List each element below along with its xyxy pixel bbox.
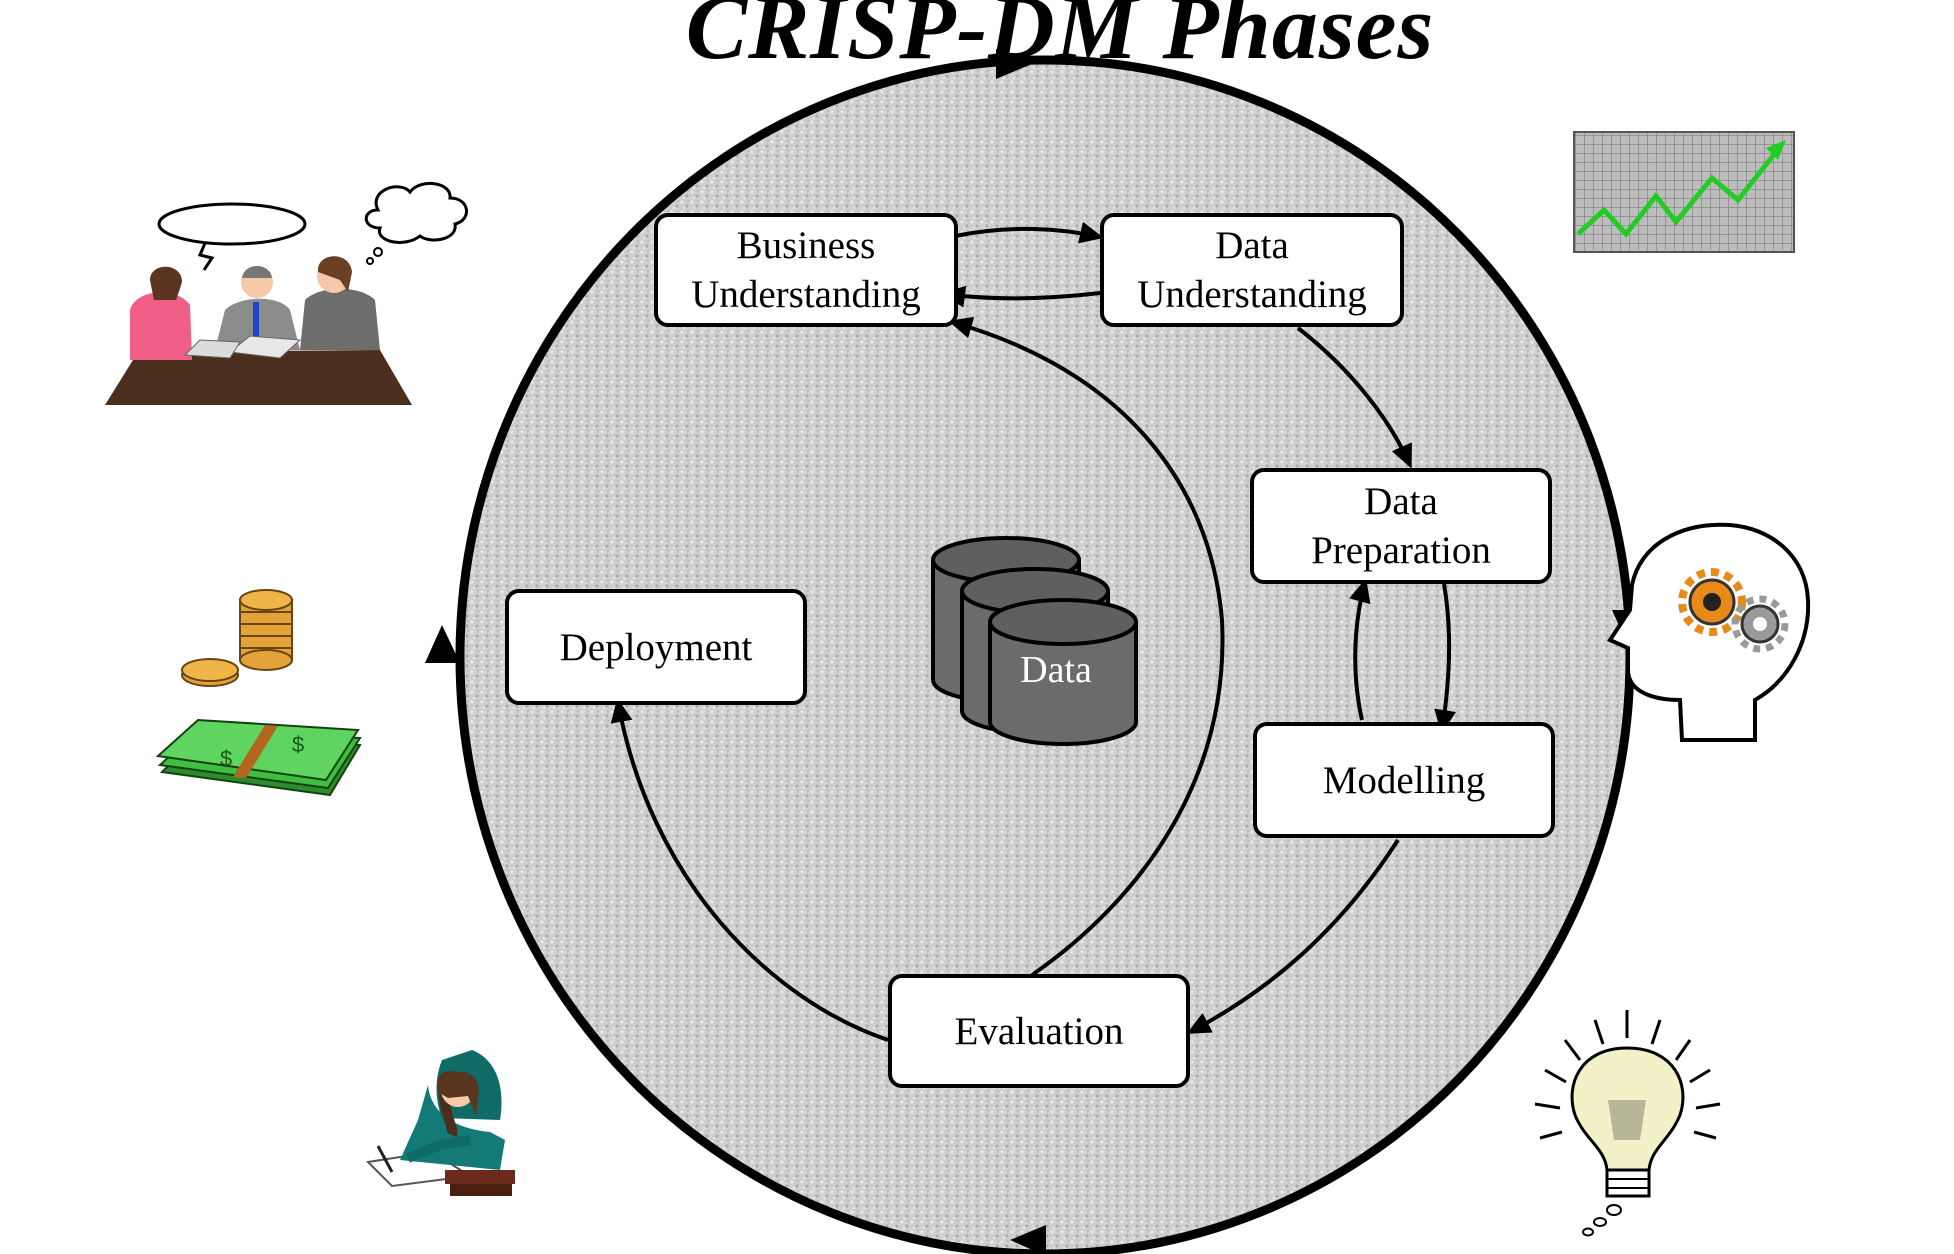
page-title: CRISP-DM Phases bbox=[685, 0, 1435, 78]
outer-arrow-bottom bbox=[1010, 1225, 1046, 1254]
outer-arrow-left bbox=[425, 625, 460, 663]
phase-business-understanding: Business Understanding bbox=[654, 213, 958, 327]
phase-evaluation: Evaluation bbox=[888, 974, 1190, 1088]
outer-arrow-top bbox=[996, 49, 1032, 79]
lightbulb-icon bbox=[1534, 1010, 1721, 1237]
business-meeting-icon bbox=[105, 181, 468, 405]
person-writing-icon bbox=[365, 1050, 515, 1196]
svg-text:$: $ bbox=[220, 746, 232, 771]
arrow-mod-to-eval bbox=[1186, 838, 1400, 1034]
arrow-bu-to-du bbox=[954, 221, 1104, 244]
phase-data-understanding: Data Understanding bbox=[1100, 213, 1404, 327]
arrow-mod-to-dp bbox=[1349, 578, 1371, 721]
coins-icon bbox=[181, 589, 293, 687]
phase-modelling: Modelling bbox=[1253, 722, 1555, 838]
arrow-eval-to-bu bbox=[948, 316, 1225, 977]
phase-deployment: Deployment bbox=[505, 589, 807, 705]
thinking-head-gears-icon bbox=[1607, 522, 1811, 742]
arrow-dp-to-mod bbox=[1434, 583, 1457, 734]
money-stack-icon: $ $ bbox=[155, 718, 362, 797]
arrow-eval-to-deploy bbox=[610, 698, 889, 1042]
data-label: Data bbox=[1020, 649, 1092, 691]
phase-data-preparation: Data Preparation bbox=[1250, 468, 1552, 584]
arrow-du-to-bu bbox=[941, 285, 1101, 308]
data-cylinders-icon bbox=[931, 536, 1138, 746]
svg-text:$: $ bbox=[292, 732, 304, 757]
arrow-du-to-dp bbox=[1296, 326, 1412, 469]
rising-chart-icon bbox=[1573, 131, 1795, 253]
